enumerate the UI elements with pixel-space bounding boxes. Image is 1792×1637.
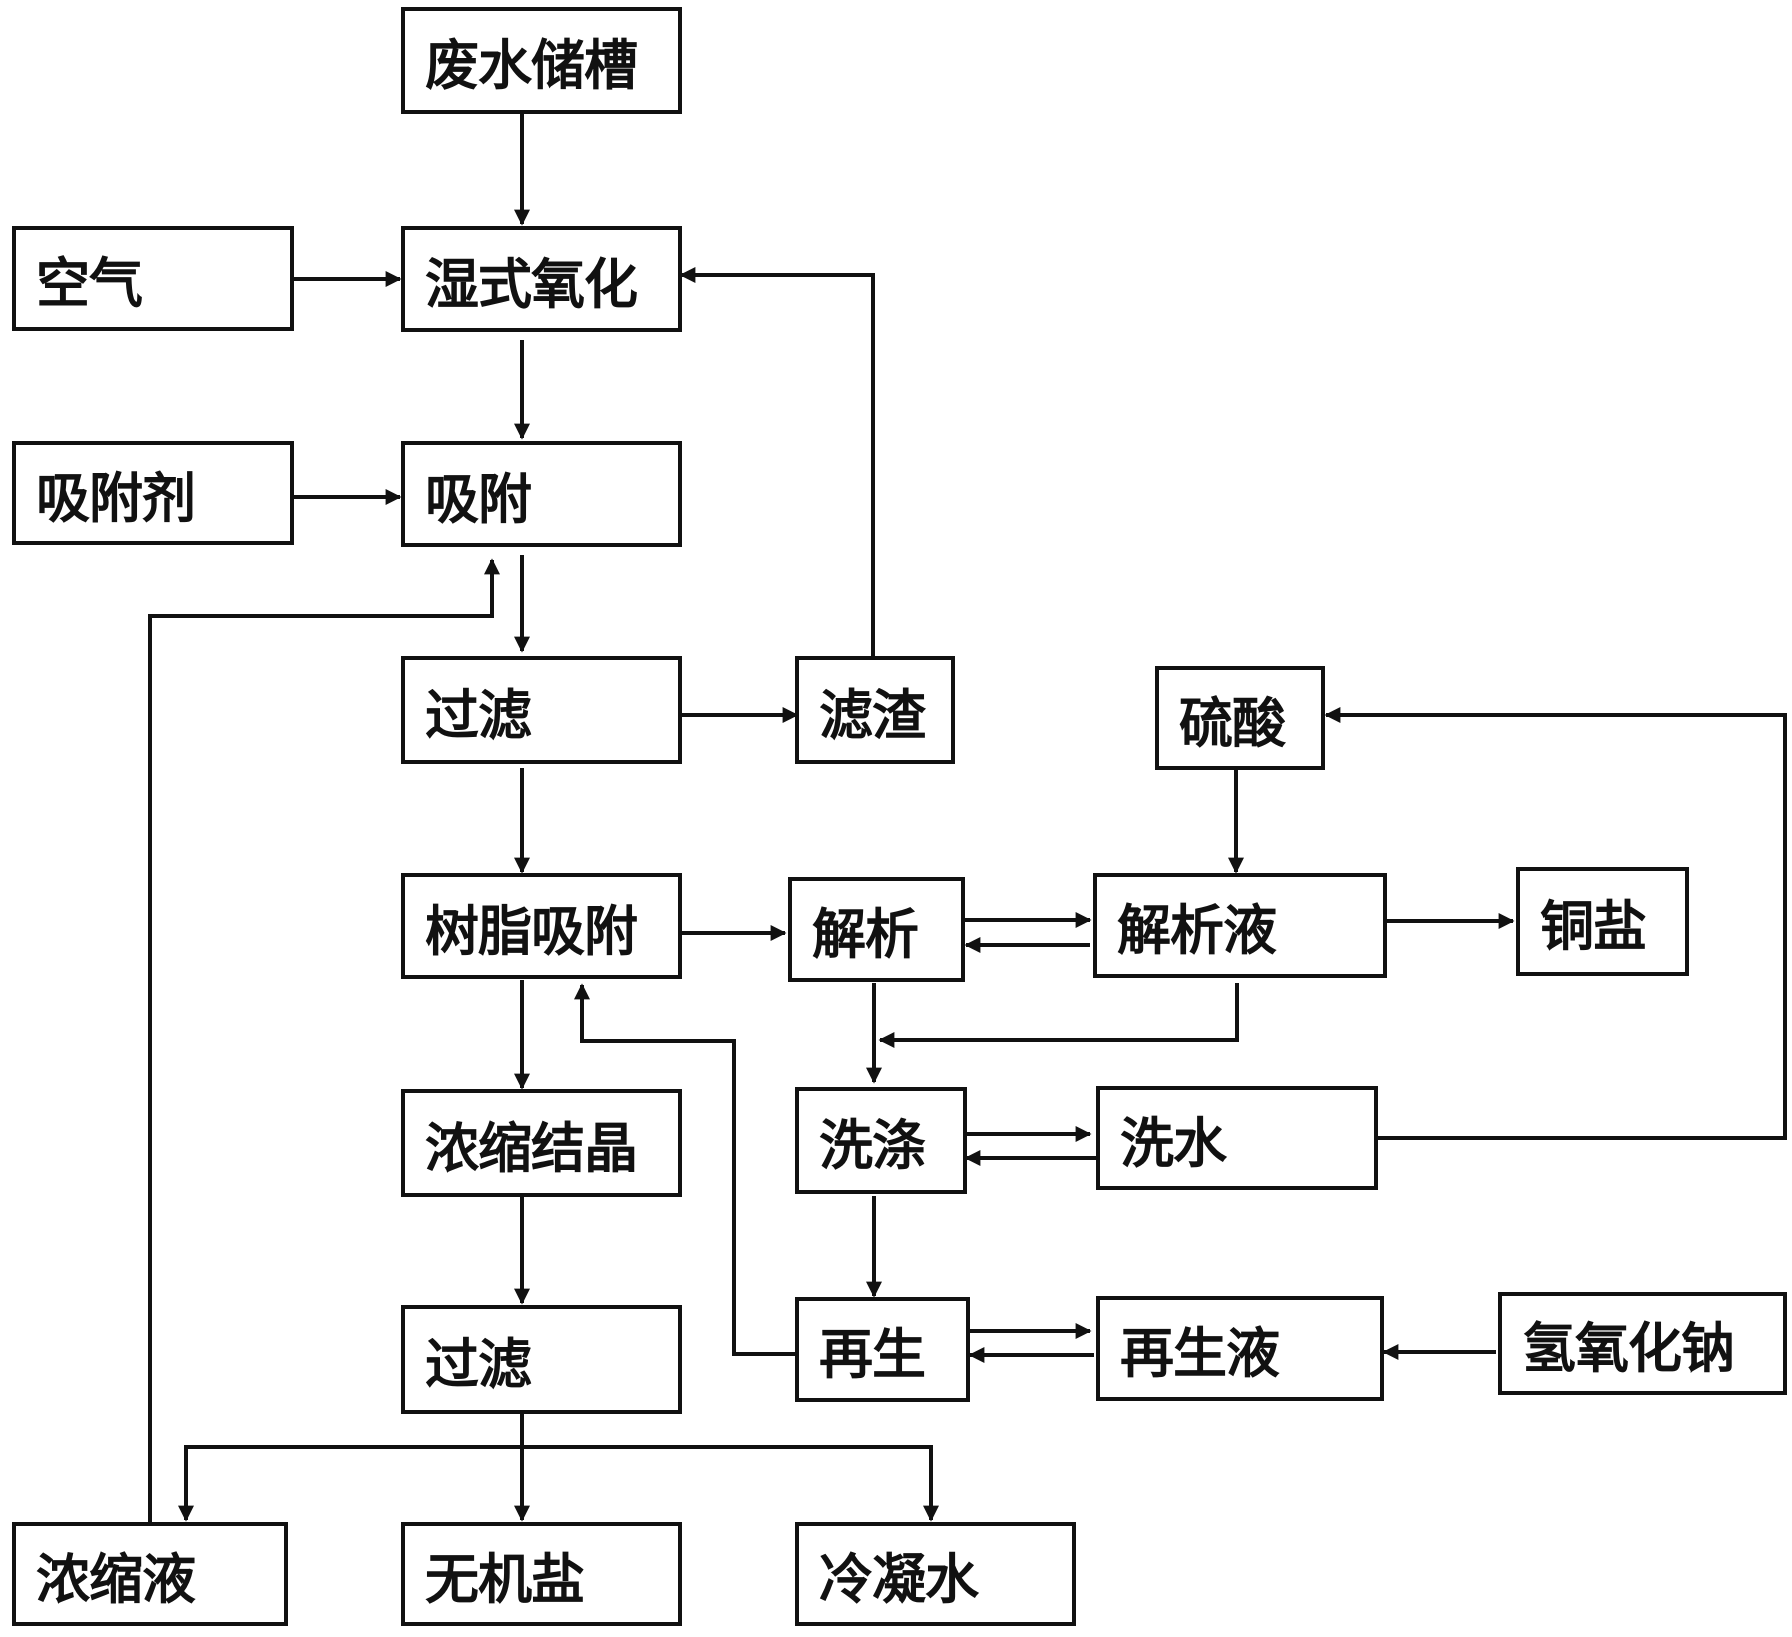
arrow-filtration-to-condensate <box>522 1445 939 1522</box>
arrow-residue-to-wet-oxidation <box>679 267 875 656</box>
arrow-desorption-liquid-to-washing <box>878 983 1239 1048</box>
node-wastewater-tank: 废水储槽 <box>401 7 682 114</box>
arrow-regeneration-to-resin <box>574 983 795 1356</box>
node-filtration-2: 过滤 <box>401 1305 682 1414</box>
node-regeneration-liquid: 再生液 <box>1096 1296 1384 1401</box>
node-adsorbent: 吸附剂 <box>12 441 294 545</box>
node-resin-adsorption: 树脂吸附 <box>401 873 682 979</box>
node-concentration-crystallization: 浓缩结晶 <box>401 1089 682 1197</box>
node-concentrate: 浓缩液 <box>12 1522 288 1626</box>
node-air: 空气 <box>12 226 294 331</box>
node-inorganic-salt: 无机盐 <box>401 1522 682 1626</box>
node-condensate-water: 冷凝水 <box>795 1522 1076 1626</box>
node-washing: 洗涤 <box>795 1087 967 1194</box>
node-desorption-liquid: 解析液 <box>1093 873 1387 978</box>
node-filter-residue: 滤渣 <box>795 656 955 764</box>
arrow-concentrate-to-adsorption <box>148 558 500 1526</box>
node-filtration-1: 过滤 <box>401 656 682 764</box>
node-copper-salt: 铜盐 <box>1516 867 1689 976</box>
node-wash-water: 洗水 <box>1096 1086 1378 1190</box>
node-desorption: 解析 <box>788 877 965 982</box>
arrow-filtration-to-concentrate <box>178 1445 522 1522</box>
node-sodium-hydroxide: 氢氧化钠 <box>1498 1292 1787 1395</box>
node-wet-oxidation: 湿式氧化 <box>401 226 682 332</box>
node-regeneration: 再生 <box>795 1297 970 1402</box>
node-adsorption: 吸附 <box>401 441 682 547</box>
node-sulfuric-acid: 硫酸 <box>1155 666 1325 770</box>
arrow-wash-water-to-sulfuric-acid <box>1324 707 1787 1140</box>
